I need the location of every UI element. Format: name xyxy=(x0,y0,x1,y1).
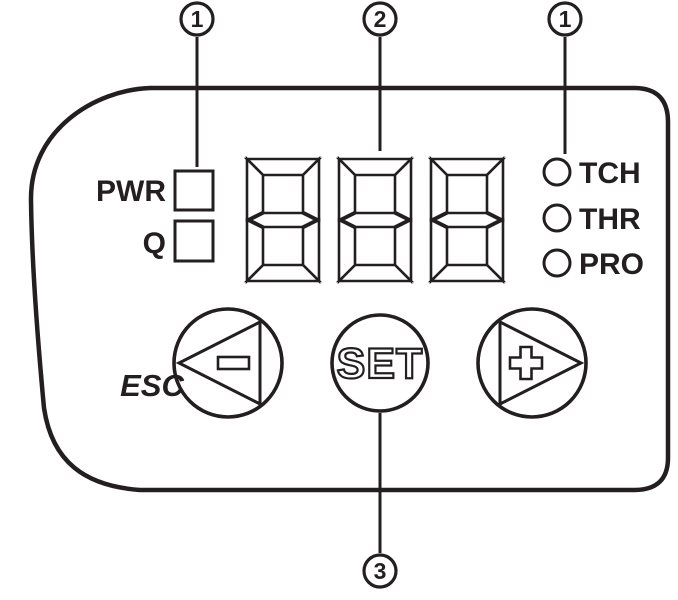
esc-label: ESC xyxy=(120,368,184,403)
led-indicators: TCH THR PRO xyxy=(542,157,644,281)
callout-indicators-right: 1 xyxy=(547,1,583,154)
callout-number: 1 xyxy=(191,6,204,32)
set-button[interactable]: SET xyxy=(330,313,430,413)
callout-circle xyxy=(179,1,215,37)
thr-label: THR xyxy=(579,203,641,236)
q-indicator xyxy=(173,219,215,263)
callout-indicators-left: 1 xyxy=(179,1,215,167)
plus-button[interactable] xyxy=(476,307,588,419)
tch-label: TCH xyxy=(579,157,641,190)
callout-circle xyxy=(362,1,398,37)
panel-outline xyxy=(28,85,671,493)
callout-number: 1 xyxy=(559,6,572,32)
callout-circle xyxy=(547,1,583,37)
set-label: SET xyxy=(337,340,424,388)
callout-set-button: 3 xyxy=(362,413,398,589)
pro-label: PRO xyxy=(579,248,644,281)
pro-led xyxy=(542,248,572,278)
callout-circle xyxy=(362,553,398,589)
callout-display: 2 xyxy=(362,1,398,151)
status-indicators: PWR Q xyxy=(96,169,215,263)
tch-led xyxy=(542,157,572,187)
set-button-circle[interactable] xyxy=(330,313,430,413)
plus-icon xyxy=(508,345,544,381)
thr-led xyxy=(542,203,572,233)
pwr-label: PWR xyxy=(96,175,166,208)
pwr-indicator xyxy=(173,169,215,212)
q-label: Q xyxy=(143,227,166,260)
callout-number: 3 xyxy=(374,558,387,584)
minus-button[interactable] xyxy=(172,307,284,419)
callout-number: 2 xyxy=(374,6,387,32)
minus-icon xyxy=(216,355,251,371)
